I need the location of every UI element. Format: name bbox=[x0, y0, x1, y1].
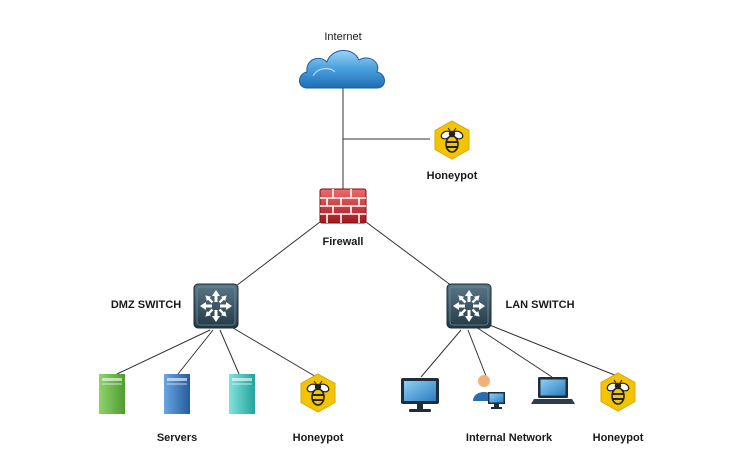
link-lan-laptop bbox=[475, 326, 553, 378]
lan-switch-label: LAN SWITCH bbox=[505, 299, 575, 311]
server-icon bbox=[99, 374, 125, 414]
honeypot-dmz-label: Honeypot bbox=[292, 432, 344, 444]
link-dmz-server3 bbox=[219, 329, 240, 375]
bee-icon bbox=[434, 120, 470, 160]
link-firewall-lan bbox=[365, 221, 453, 287]
link-firewall-dmz bbox=[235, 221, 321, 287]
server-icon bbox=[229, 374, 255, 414]
dmz-switch-icon bbox=[193, 283, 239, 329]
honeypot-lan-label: Honeypot bbox=[592, 432, 644, 444]
internet-label: Internet bbox=[324, 31, 362, 43]
link-lan-desktop bbox=[420, 329, 462, 378]
server-icon bbox=[164, 374, 190, 414]
bee-icon bbox=[300, 373, 336, 413]
servers-label: Servers bbox=[156, 432, 198, 444]
connection-lines bbox=[116, 88, 618, 379]
link-lan-honeypot bbox=[481, 321, 618, 377]
laptop-icon bbox=[531, 377, 575, 404]
internal-network-label: Internal Network bbox=[465, 432, 553, 444]
link-dmz-honeypot bbox=[227, 324, 319, 379]
desktop-icon bbox=[401, 378, 439, 412]
link-dmz-server1 bbox=[116, 329, 211, 375]
firewall-icon bbox=[319, 188, 367, 224]
bee-icon bbox=[600, 372, 636, 412]
firewall-label: Firewall bbox=[322, 236, 364, 248]
honeypot-top-label: Honeypot bbox=[426, 170, 478, 182]
link-lan-user bbox=[467, 329, 487, 377]
dmz-switch-label: DMZ SWITCH bbox=[110, 299, 182, 311]
link-dmz-server2 bbox=[177, 329, 214, 375]
user-workstation-icon bbox=[473, 375, 505, 409]
cloud-icon bbox=[299, 50, 385, 89]
lan-switch-icon bbox=[446, 283, 492, 329]
